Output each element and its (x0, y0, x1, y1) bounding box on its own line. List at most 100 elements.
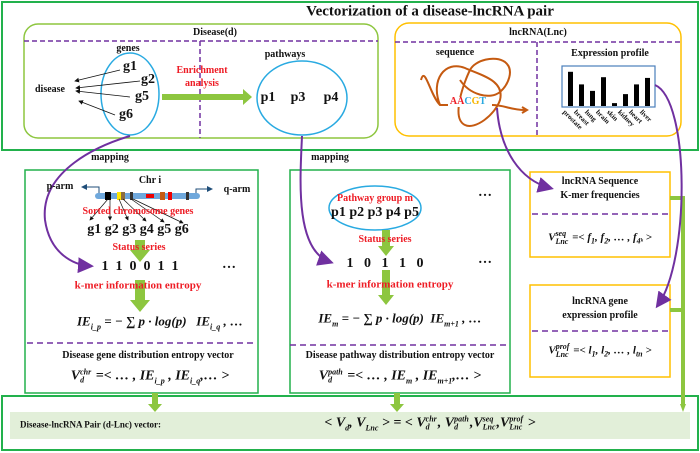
formula-subscript: tn (635, 349, 643, 359)
pair-band (10, 412, 690, 439)
formula-text: , IE (164, 368, 191, 384)
mapping-label: mapping (91, 152, 129, 163)
status-label: Status series (358, 234, 412, 245)
expression-bar (645, 77, 650, 106)
sorted-genes: g1 g2 g3 g4 g5 g6 (87, 222, 189, 237)
formula-subscript: m+1 (437, 376, 453, 386)
expression-chart (561, 65, 656, 108)
q-arm-label: q-arm (223, 184, 251, 195)
expression-bar (579, 84, 584, 106)
expression-bar (568, 71, 573, 106)
formula-text: ,V (496, 415, 510, 431)
formula-text: , f (595, 231, 605, 244)
pathway-node: p3 (290, 90, 306, 105)
gene-node: g2 (141, 72, 155, 87)
expression-label: Expression profile (571, 48, 649, 59)
formula-text: ,… > (452, 368, 482, 384)
pathway-entropy-formula: IEm = − ∑ p · log(p) IEm+1 , … (318, 312, 481, 329)
pathways-label: pathways (264, 49, 306, 60)
kmer-label: k-mer information entropy (326, 278, 454, 291)
pair-label: Disease-lncRNA Pair (d-Lnc) vector: (20, 419, 162, 430)
gene-box (24, 169, 259, 394)
formula-subscript: i_q (210, 322, 221, 332)
genes-label: genes (116, 43, 140, 54)
prof-box (529, 284, 671, 378)
formula-subscript: 4ᵏ (636, 236, 643, 246)
formula-subscript: m+1 (444, 319, 459, 329)
formula-text: = − ∑ p · log(p) IE (338, 310, 445, 326)
status-series: 1 0 1 1 0 (346, 256, 424, 271)
seq-box-label: lncRNA Sequence (561, 176, 639, 187)
seq-box-label: K-mer frequencies (560, 190, 640, 201)
diagram-title: Vectorization of a disease-lncRNA pair (306, 3, 554, 20)
ellipsis: … (222, 257, 236, 272)
gene-mapping-arrow (43, 135, 131, 274)
formula-text: > = < V (378, 415, 426, 431)
formula-text: , … , f (608, 231, 637, 244)
pathway-group-ellipse (328, 185, 422, 231)
lnc-panel-title: lncRNA(Lnc) (509, 27, 567, 38)
sequence-curve (420, 57, 526, 127)
formula-text: IE (76, 313, 91, 329)
expression-bar (590, 90, 595, 106)
pathway-group: p1 p2 p3 p4 p5 (331, 205, 419, 220)
gene-node: g5 (135, 89, 149, 104)
formula-subscript: i_q (190, 376, 201, 386)
formula-text: = − ∑ p · log(p) IE (100, 313, 211, 329)
formula-subscript: i_p (154, 376, 165, 386)
pathway-mapping-arrow (299, 135, 334, 266)
prof-box-label: expression profile (562, 310, 638, 321)
sequence-label: sequence (435, 47, 475, 58)
formula-text: , V (349, 415, 366, 431)
formula-subscript: i_p (90, 322, 101, 332)
formula-subscript: 2 (604, 236, 609, 246)
formula-text: , IE (412, 368, 438, 384)
pathway-node: p1 (260, 90, 276, 105)
formula-text: ,… > (200, 368, 230, 384)
formula-text: =< f (569, 231, 592, 244)
ellipsis: … (478, 185, 492, 200)
disease-panel (23, 23, 379, 139)
formula-text: > (642, 344, 652, 357)
formula-text: V (318, 368, 329, 384)
formula-text: < V (324, 415, 346, 431)
seq-box (529, 171, 671, 258)
formula-text: > (524, 415, 536, 431)
mapping-label: mapping (311, 152, 349, 163)
formula-text: , … (220, 313, 244, 329)
sequence-text: AACGT (448, 96, 488, 107)
prof-box-label: lncRNA gene (572, 296, 628, 307)
gene-vector-label: Disease gene distribution entropy vector (62, 350, 234, 361)
formula-subscript: m (405, 376, 413, 386)
gene-entropy-formula: IEi_p = − ∑ p · log(p) IEi_q , … (77, 315, 243, 332)
formula-subscript: 2 (604, 349, 609, 359)
gene-node: g6 (119, 107, 133, 122)
formula-text: =< … , IE (343, 368, 406, 384)
enrichment-arrow (162, 89, 252, 105)
expression-bar (612, 103, 617, 106)
kmer-label: k-mer information entropy (74, 279, 202, 292)
enrichment-label: analysis (185, 78, 219, 89)
chr-label: Chr i (138, 175, 162, 186)
formula-text: , … (458, 310, 482, 326)
formula-text: =< … , IE (92, 368, 155, 384)
status-series: 1 1 0 0 1 1 (101, 259, 179, 274)
expression-bar (601, 77, 606, 106)
formula-text: V (548, 344, 556, 357)
formula-subscript: Lnc (365, 423, 379, 433)
expression-bar (623, 94, 628, 106)
formula-subscript: 1 (591, 349, 596, 359)
bottom-frame (1, 395, 699, 451)
